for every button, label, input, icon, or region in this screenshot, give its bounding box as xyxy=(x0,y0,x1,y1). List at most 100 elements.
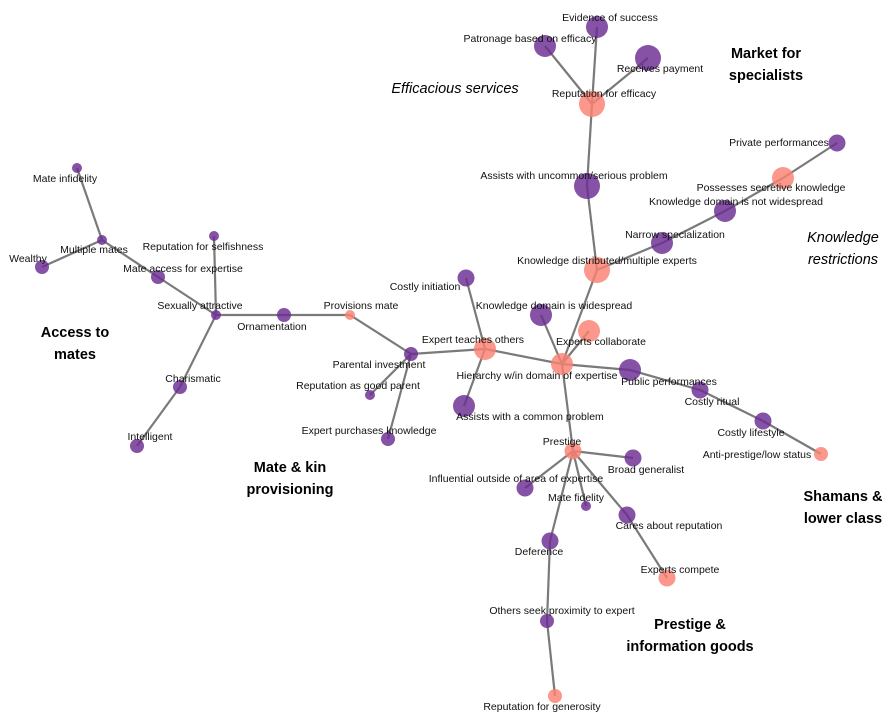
node-ornamentation[interactable] xyxy=(277,308,291,322)
node-label-influential: Influential outside of area of expertise xyxy=(429,473,604,485)
node-widespread[interactable] xyxy=(530,304,552,326)
node-common-problem[interactable] xyxy=(453,395,475,417)
node-label-broad-gen: Broad generalist xyxy=(608,464,685,476)
node-mate-infidelity[interactable] xyxy=(72,163,82,173)
node-distributed[interactable] xyxy=(584,257,610,283)
node-label-collaborate: Experts collaborate xyxy=(556,336,646,348)
node-rep-generosity[interactable] xyxy=(548,689,562,703)
node-label-deference: Deference xyxy=(515,546,564,558)
node-label-anti-prestige: Anti-prestige/low status xyxy=(703,449,812,461)
edge-hierarchy-prestige xyxy=(560,363,575,452)
edge-prestige-mate_fidelity xyxy=(571,450,588,507)
node-multiple-mates[interactable] xyxy=(97,235,107,245)
edge-sexually_attr-mate_access xyxy=(157,276,217,316)
node-hierarchy[interactable] xyxy=(551,353,573,375)
node-purchases[interactable] xyxy=(381,432,395,446)
node-rep-good-parent[interactable] xyxy=(365,390,375,400)
node-narrow-spec[interactable] xyxy=(651,232,673,254)
node-label-receives-payment: Receives payment xyxy=(617,63,703,75)
node-label-rep-efficacy: Reputation for efficacy xyxy=(552,88,657,100)
node-deference[interactable] xyxy=(541,532,559,550)
node-charismatic[interactable] xyxy=(173,380,187,394)
node-costly-life[interactable] xyxy=(754,412,772,430)
edge-cares_rep-compete xyxy=(626,514,668,579)
node-label-mate-infidelity: Mate infidelity xyxy=(33,173,98,185)
node-label-costly-life: Costly lifestyle xyxy=(717,427,784,439)
edge-charismatic-intelligent xyxy=(136,386,181,447)
node-receives-payment[interactable] xyxy=(635,45,661,71)
node-label-evidence-success: Evidence of success xyxy=(562,12,658,24)
node-private-perf[interactable] xyxy=(828,134,846,152)
node-anti-prestige[interactable] xyxy=(814,447,828,461)
node-label-teaches: Expert teaches others xyxy=(422,334,524,346)
node-label-multiple-mates: Multiple mates xyxy=(60,244,128,256)
edge-rep_efficacy-uncommon_problem xyxy=(585,103,594,187)
edge-multiple_mates-wealthy xyxy=(41,238,103,269)
node-cares-rep[interactable] xyxy=(618,506,636,524)
node-uncommon-problem[interactable] xyxy=(574,173,600,199)
node-proximity[interactable] xyxy=(540,614,554,628)
edge-teaches-parental_inv xyxy=(410,347,486,356)
node-label-sexually-attr: Sexually attractive xyxy=(157,300,242,312)
node-mate-access[interactable] xyxy=(151,270,165,284)
node-label-purchases: Expert purchases knowledge xyxy=(302,425,437,437)
edge-sexually_attr-rep_selfish xyxy=(212,235,218,316)
node-label-rep-selfish: Reputation for selfishness xyxy=(143,241,264,253)
edge-deference-proximity xyxy=(545,540,552,622)
node-parental-inv[interactable] xyxy=(404,347,418,361)
node-label-cares-rep: Cares about reputation xyxy=(616,520,723,532)
node-secretive[interactable] xyxy=(772,167,794,189)
node-label-costly-init: Costly initiation xyxy=(390,281,461,293)
node-sexually-attr[interactable] xyxy=(211,310,221,320)
node-public-perf[interactable] xyxy=(619,359,641,381)
edge-teaches-costly_init xyxy=(464,277,487,350)
node-label-patronage: Patronage based on efficacy xyxy=(464,33,598,45)
node-label-hierarchy: Hierarchy w/in domain of expertise xyxy=(456,370,617,382)
node-collaborate[interactable] xyxy=(578,320,600,342)
node-label-ornamentation: Ornamentation xyxy=(237,321,307,333)
node-label-mate-fidelity: Mate fidelity xyxy=(548,492,605,504)
node-broad-gen[interactable] xyxy=(624,449,642,467)
edge-hierarchy-public_perf xyxy=(561,362,631,372)
cluster-label-shamans: Shamans &lower class xyxy=(804,489,883,527)
node-wealthy[interactable] xyxy=(35,260,49,274)
node-label-parental-inv: Parental investment xyxy=(333,359,426,371)
edge-distributed-hierarchy xyxy=(560,269,599,365)
edge-mate_access-multiple_mates xyxy=(101,239,159,278)
node-rep-selfish[interactable] xyxy=(209,231,219,241)
node-label-uncommon-problem: Assists with uncommon/serious problem xyxy=(480,170,668,182)
edge-secretive-not_widespread xyxy=(724,177,784,212)
node-prestige[interactable] xyxy=(564,442,582,460)
node-not-widespread[interactable] xyxy=(714,200,736,222)
node-label-widespread: Knowledge domain is widespread xyxy=(476,300,633,312)
edge-parental_inv-purchases xyxy=(386,353,413,440)
edge-hierarchy-teaches xyxy=(484,347,563,366)
node-costly-init[interactable] xyxy=(457,269,475,287)
edge-parental_inv-rep_good_parent xyxy=(369,353,412,396)
edge-costly_life-anti_prestige xyxy=(762,420,822,455)
node-rep-efficacy[interactable] xyxy=(579,91,605,117)
node-label-prestige: Prestige xyxy=(543,436,582,448)
node-influential[interactable] xyxy=(516,479,534,497)
node-label-proximity: Others seek proximity to expert xyxy=(489,605,634,617)
edge-sexually_attr-charismatic xyxy=(179,314,217,388)
node-teaches[interactable] xyxy=(474,338,496,360)
node-label-private-perf: Private performances xyxy=(729,137,829,149)
edge-prestige-broad_gen xyxy=(572,449,634,460)
node-label-intelligent: Intelligent xyxy=(128,431,173,443)
node-patronage[interactable] xyxy=(534,35,556,57)
node-compete[interactable] xyxy=(658,569,676,587)
node-label-compete: Experts compete xyxy=(641,564,720,576)
node-evidence-success[interactable] xyxy=(586,16,608,38)
node-mate-fidelity[interactable] xyxy=(581,501,591,511)
node-costly-ritual[interactable] xyxy=(691,381,709,399)
node-label-rep-good-parent: Reputation as good parent xyxy=(296,380,420,392)
node-intelligent[interactable] xyxy=(130,439,144,453)
node-label-distributed: Knowledge distributed/multiple experts xyxy=(517,255,697,267)
node-provisions-mate[interactable] xyxy=(345,310,355,320)
edge-parental_inv-provisions_mate xyxy=(349,314,412,355)
